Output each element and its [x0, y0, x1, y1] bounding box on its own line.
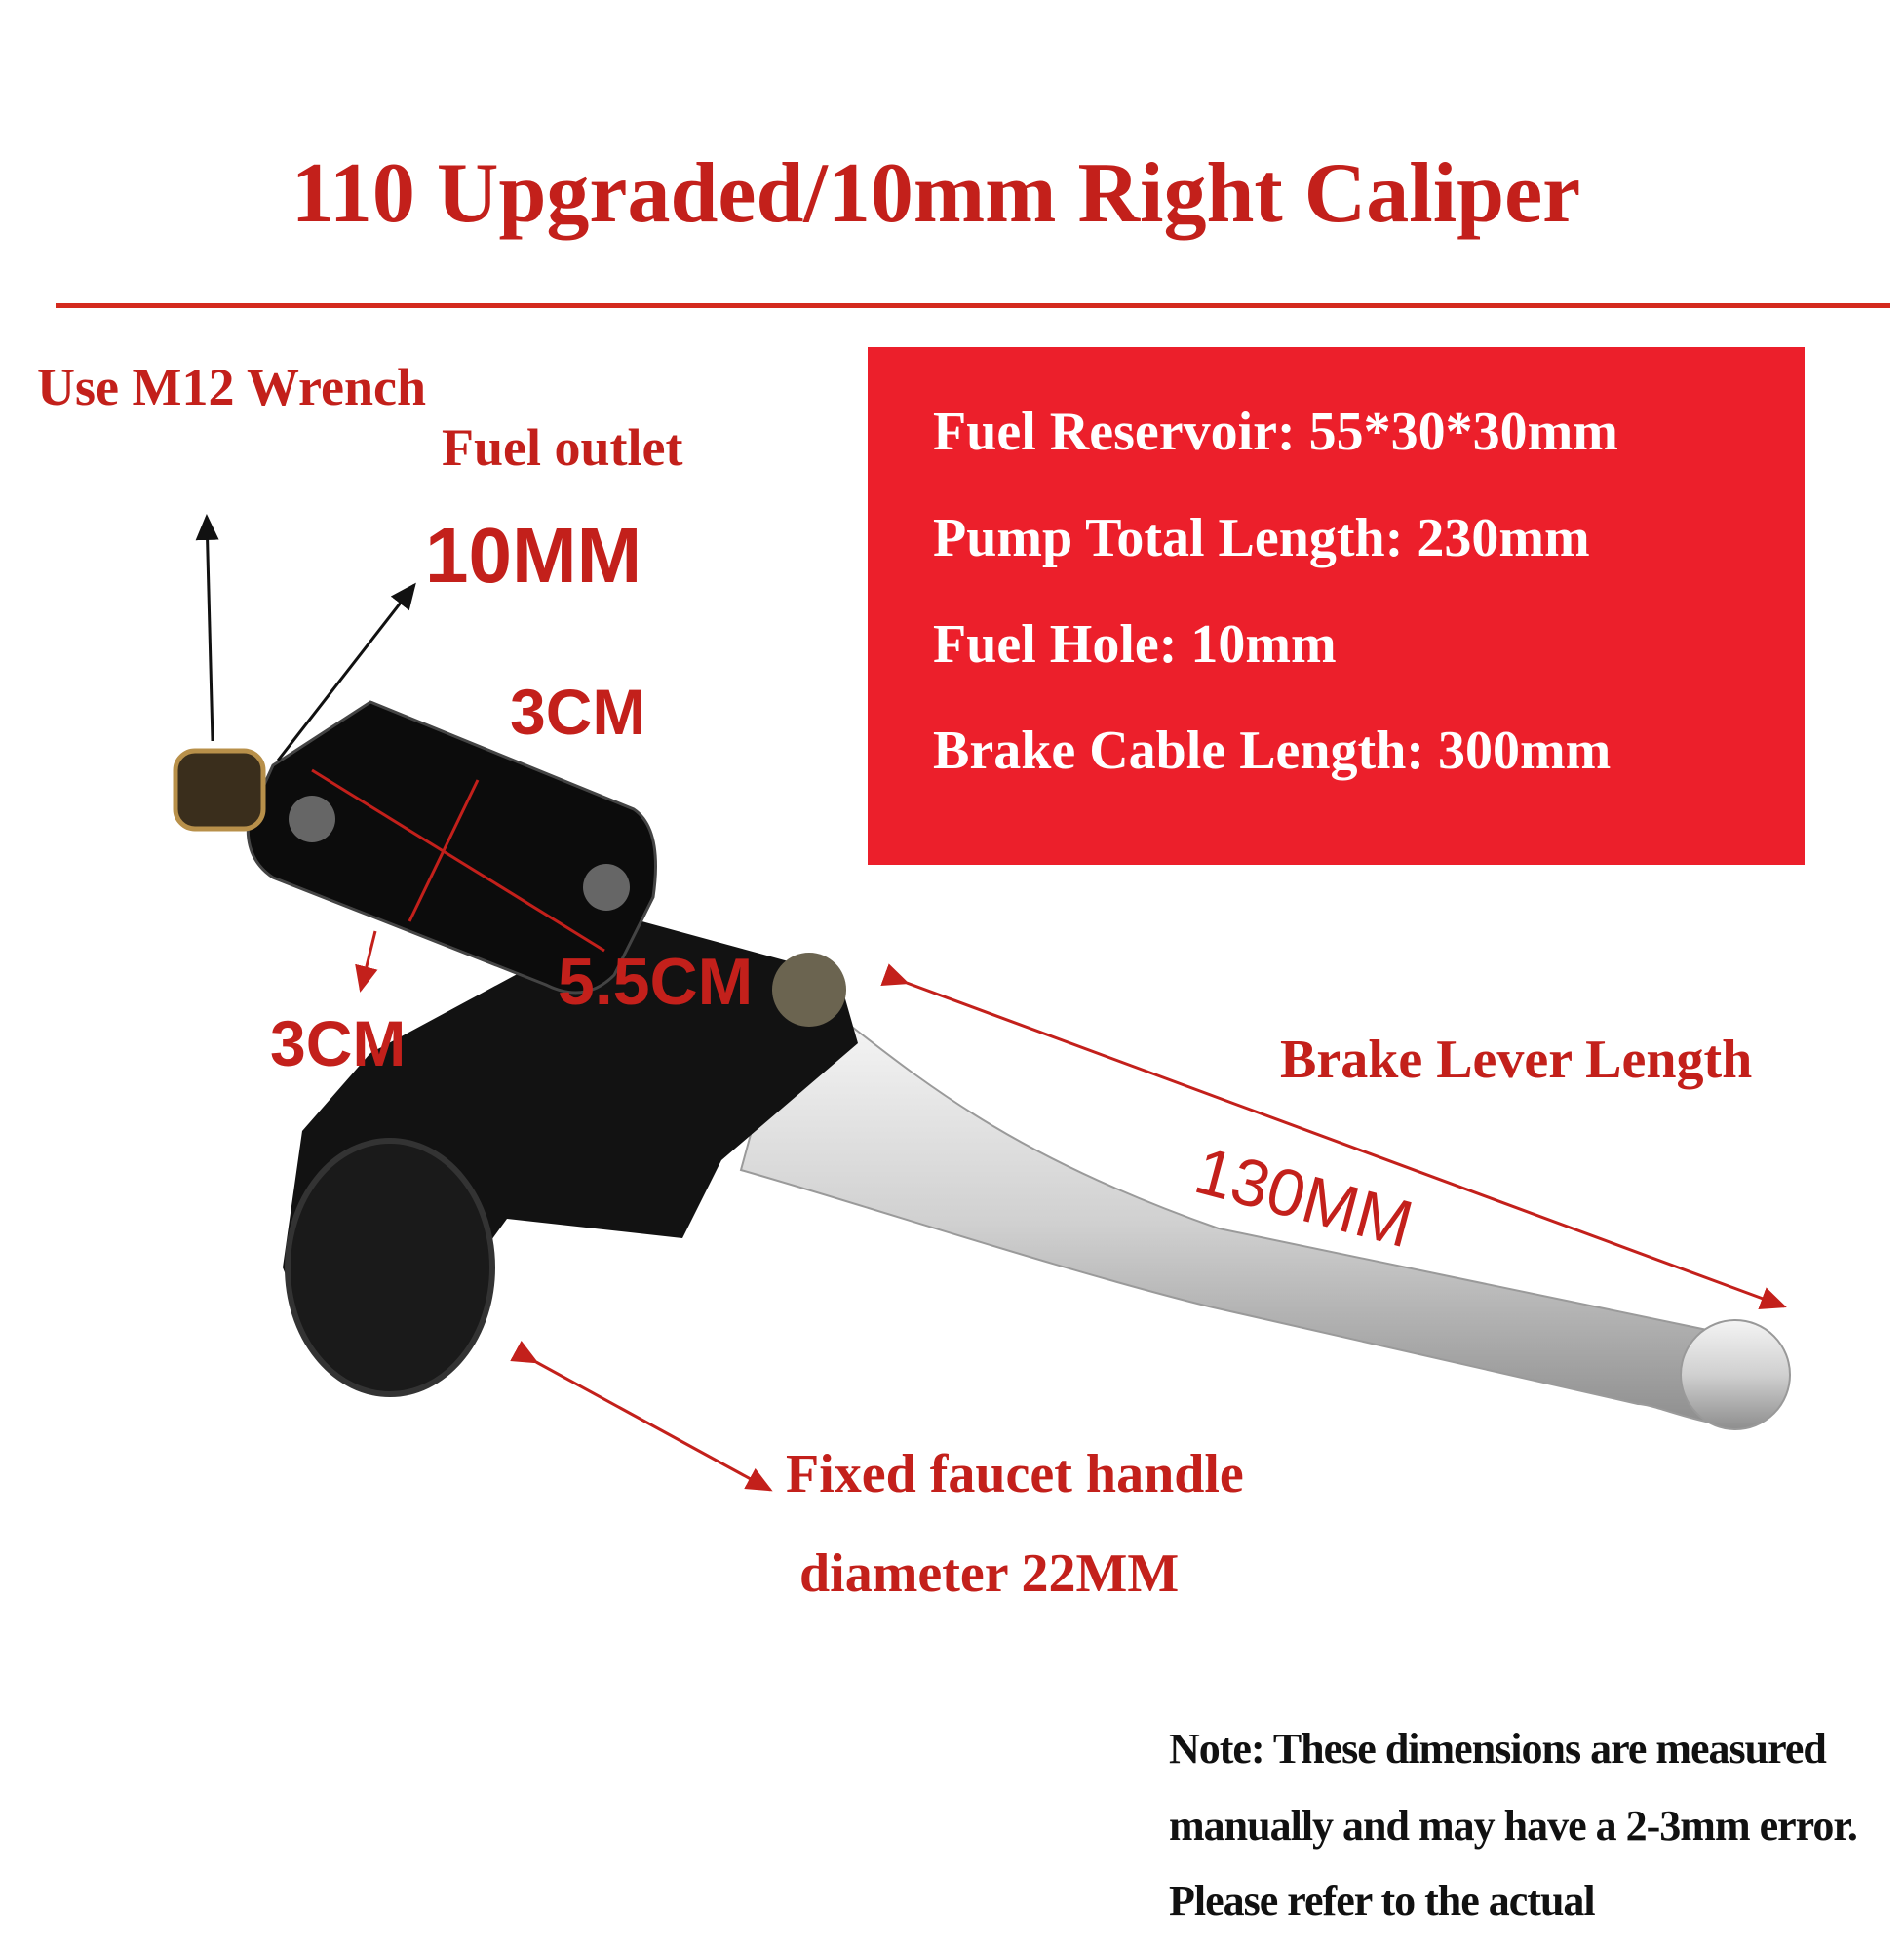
handlebar-clamp [285, 1138, 495, 1397]
reservoir-depth-arrow [355, 930, 378, 993]
note-line-2: manually and may have a 2-3mm error. [1169, 1802, 1858, 1850]
wrench-arrow [195, 514, 219, 742]
reservoir-height-line [408, 779, 480, 922]
title-divider [56, 303, 1890, 308]
pivot-bolt [772, 953, 846, 1027]
handle-diameter-line2: diameter 22MM [799, 1543, 1180, 1604]
outlet-arrow [276, 582, 416, 761]
handle-diameter-line1: Fixed faucet handle [786, 1444, 1244, 1504]
reservoir-length-label: 5.5CM [558, 945, 754, 1019]
screw-icon [289, 796, 335, 842]
spec-box: Fuel Reservoir: 55*30*30mm Pump Total Le… [868, 347, 1805, 865]
lever-length-title: Brake Lever Length [1280, 1030, 1753, 1090]
spec-cable-length: Brake Cable Length: 300mm [933, 721, 1612, 781]
lever-ball-end [1680, 1319, 1791, 1430]
spec-fuel-reservoir: Fuel Reservoir: 55*30*30mm [933, 402, 1618, 462]
spec-pump-length: Pump Total Length: 230mm [933, 508, 1590, 568]
note-line-1: Note: These dimensions are measured [1169, 1725, 1827, 1773]
spec-fuel-hole: Fuel Hole: 10mm [933, 614, 1337, 675]
reservoir-depth-label: 3CM [270, 1007, 407, 1079]
handle-diameter-arrow [510, 1340, 773, 1492]
reservoir-length-line [311, 768, 605, 953]
lever-length-arrow [880, 963, 1787, 1309]
fuel-outlet-label: Fuel outlet [442, 418, 683, 477]
wrench-label: Use M12 Wrench [37, 358, 426, 416]
reservoir-height-label: 3CM [510, 676, 646, 748]
screw-icon [583, 864, 630, 911]
fuel-outlet-fitting [173, 748, 266, 832]
outlet-size-label: 10MM [425, 512, 642, 599]
page-title: 110 Upgraded/10mm Right Caliper [291, 146, 1581, 241]
note-line-3: Please refer to the actual [1169, 1877, 1596, 1925]
